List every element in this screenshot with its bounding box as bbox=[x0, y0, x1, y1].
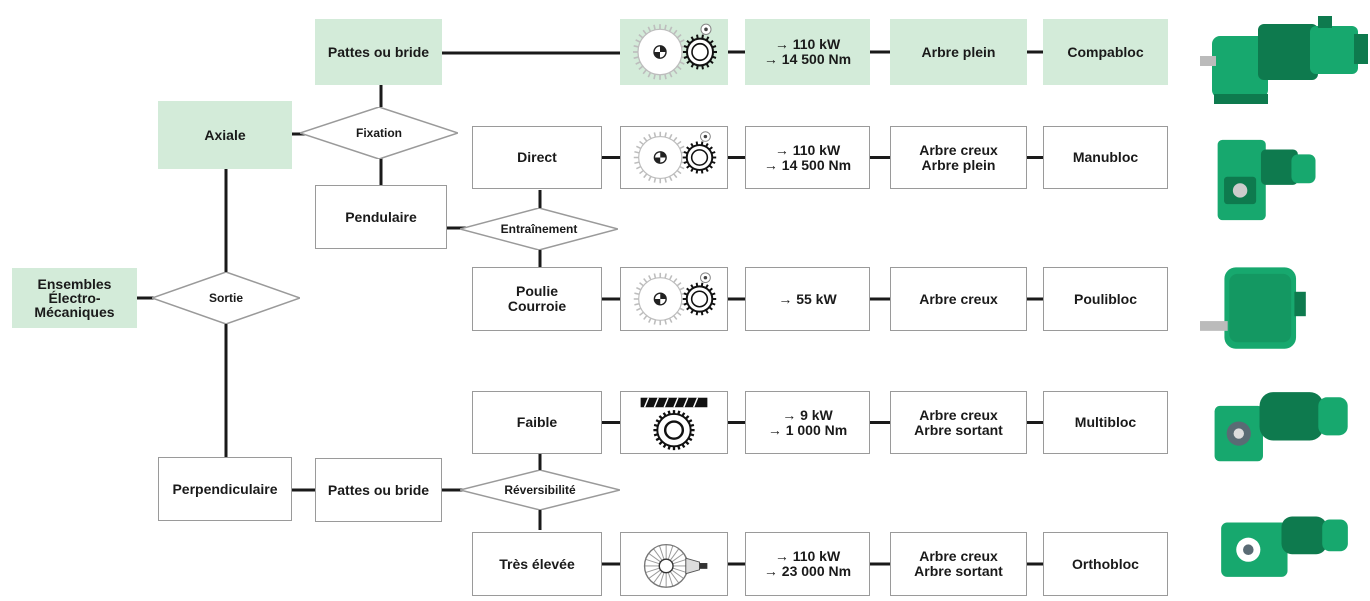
root-line-1: Ensembles bbox=[37, 276, 112, 292]
orthobloc-shaft-node-line-1: Arbre creux bbox=[919, 548, 998, 564]
manubloc-type-node-line-1: Direct bbox=[517, 149, 557, 165]
axiale-label: Axiale bbox=[204, 126, 246, 143]
orthobloc-type-node-line-1: Très élevée bbox=[499, 555, 575, 572]
entrainement-label: Entraînement bbox=[500, 222, 578, 236]
compabloc-power-node: → 110 kW→ 14 500 Nm bbox=[745, 19, 870, 85]
poulibloc-product-label: Poulibloc bbox=[1074, 290, 1137, 307]
sortie-decision: Sortie bbox=[152, 272, 300, 324]
fixation-decision: Fixation bbox=[300, 107, 458, 159]
root-line-2: Électro- bbox=[48, 290, 101, 306]
root-node: Ensembles Électro- Mécaniques bbox=[12, 268, 137, 328]
poulibloc-type-node-line-2: Courroie bbox=[507, 298, 567, 314]
manubloc-power-node: → 110 kW→ 14 500 Nm bbox=[745, 126, 870, 189]
perpendiculaire-node: Perpendiculaire bbox=[158, 457, 292, 521]
spur-gear-icon bbox=[620, 19, 728, 85]
multibloc-gearmotor-image bbox=[1198, 380, 1366, 482]
compabloc-product-label: Compabloc bbox=[1067, 43, 1144, 60]
fixation-label: Fixation bbox=[355, 126, 402, 140]
manubloc-product-node: Manubloc bbox=[1043, 126, 1168, 189]
orthobloc-product-label: Orthobloc bbox=[1072, 555, 1139, 572]
bevel-gear-icon bbox=[620, 532, 728, 596]
orthobloc-shaft-node-line-2: Arbre sortant bbox=[914, 563, 1003, 579]
entrainement-decision: Entraînement bbox=[460, 208, 618, 250]
multibloc-type-node: Faible bbox=[472, 391, 602, 454]
poulibloc-product-node: Poulibloc bbox=[1043, 267, 1168, 331]
manubloc-shaft-node-line-2: Arbre plein bbox=[921, 156, 996, 173]
multibloc-power-node-line-1: → 9 kW bbox=[782, 406, 833, 423]
pendulaire-node: Pendulaire bbox=[315, 185, 447, 249]
poulibloc-shaft-node: Arbre creux bbox=[890, 267, 1027, 331]
poulibloc-gearmotor-image bbox=[1200, 253, 1340, 368]
sortie-label: Sortie bbox=[208, 291, 243, 305]
orthobloc-power-node: → 110 kW→ 23 000 Nm bbox=[745, 532, 870, 596]
pattes-ou-bride-bottom-node: Pattes ou bride bbox=[315, 458, 442, 522]
reversibilite-label: Réversibilité bbox=[504, 483, 576, 497]
multibloc-product-label: Multibloc bbox=[1074, 414, 1137, 430]
compabloc-power-node-line-2: → 14 500 Nm bbox=[763, 51, 852, 67]
orthobloc-gearmotor-image bbox=[1196, 512, 1370, 601]
multibloc-type-node-line-1: Faible bbox=[516, 414, 558, 430]
spur-gear-icon bbox=[620, 126, 728, 189]
perpendiculaire-label: Perpendiculaire bbox=[172, 480, 278, 497]
orthobloc-type-node: Très élevée bbox=[472, 532, 602, 596]
pattes-ou-bride-top-label: Pattes ou bride bbox=[327, 43, 430, 60]
spur-gear-icon bbox=[620, 267, 728, 331]
poulibloc-type-node-line-1: Poulie bbox=[515, 283, 558, 299]
compabloc-product-node: Compabloc bbox=[1043, 19, 1168, 85]
compabloc-gearmotor-image bbox=[1198, 2, 1370, 120]
poulibloc-power-node: → 55 kW bbox=[745, 267, 870, 331]
multibloc-power-node: → 9 kW→ 1 000 Nm bbox=[745, 391, 870, 454]
orthobloc-product-node: Orthobloc bbox=[1043, 532, 1168, 596]
multibloc-shaft-node-line-1: Arbre creux bbox=[919, 406, 998, 423]
root-line-3: Mécaniques bbox=[34, 304, 115, 320]
pendulaire-label: Pendulaire bbox=[345, 208, 417, 225]
manubloc-type-node: Direct bbox=[472, 126, 602, 189]
multibloc-shaft-node-line-2: Arbre sortant bbox=[914, 421, 1003, 438]
manubloc-power-node-line-1: → 110 kW bbox=[774, 141, 841, 158]
poulibloc-power-node-line-1: → 55 kW bbox=[778, 290, 837, 307]
manubloc-product-label: Manubloc bbox=[1072, 149, 1139, 165]
compabloc-shaft-node: Arbre plein bbox=[890, 19, 1027, 85]
reversibilite-decision: Réversibilité bbox=[460, 470, 620, 510]
compabloc-shaft-node-line-1: Arbre plein bbox=[921, 43, 996, 60]
orthobloc-power-node-line-2: → 23 000 Nm bbox=[763, 563, 852, 579]
pattes-ou-bride-bottom-label: Pattes ou bride bbox=[327, 481, 430, 498]
manubloc-gearmotor-image bbox=[1208, 112, 1346, 240]
orthobloc-power-node-line-1: → 110 kW bbox=[774, 548, 841, 564]
pattes-ou-bride-top-node: Pattes ou bride bbox=[315, 19, 442, 85]
compabloc-power-node-line-1: → 110 kW bbox=[774, 36, 841, 52]
worm-gear-icon bbox=[620, 391, 728, 454]
manubloc-shaft-node-line-1: Arbre creux bbox=[919, 141, 998, 158]
multibloc-product-node: Multibloc bbox=[1043, 391, 1168, 454]
axiale-node: Axiale bbox=[158, 101, 292, 169]
multibloc-power-node-line-2: → 1 000 Nm bbox=[767, 421, 848, 438]
poulibloc-shaft-node-line-1: Arbre creux bbox=[919, 290, 998, 307]
manubloc-power-node-line-2: → 14 500 Nm bbox=[763, 156, 852, 173]
